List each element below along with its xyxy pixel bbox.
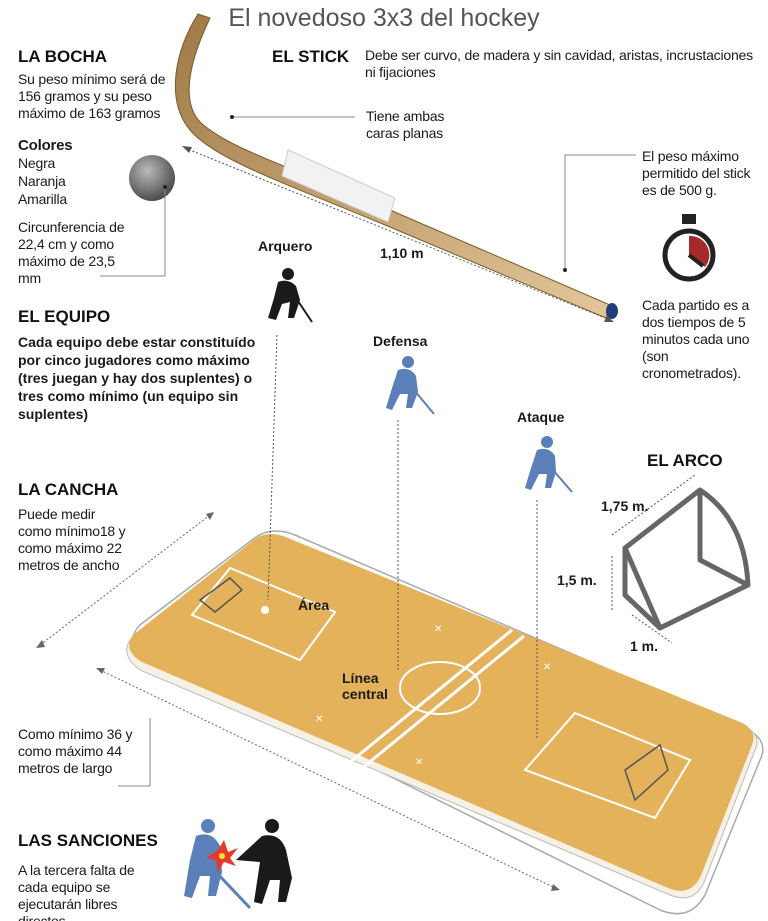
sanciones-text: A la tercera falta de cada equipo se eje… [18, 862, 135, 921]
arco-heading: EL ARCO [647, 451, 723, 470]
position-label-defensa: Defensa [373, 333, 428, 349]
page-title: El novedoso 3x3 del hockey [228, 4, 540, 32]
bocha-colors-heading: Colores [18, 137, 73, 154]
position-label-arquero: Arquero [258, 238, 313, 254]
bocha-circumference-text: Circunferencia de 22,4 cm y como máximo … [18, 219, 125, 286]
cancha-length-text: Como mínimo 36 y como máximo 44 metros d… [18, 726, 133, 776]
foul-players-icon [184, 819, 292, 910]
stick-faces-text: Tiene ambas caras planas [366, 108, 445, 141]
equipo-heading: EL EQUIPO [18, 307, 111, 326]
stick-length-label: 1,10 m [380, 245, 424, 261]
svg-text:✕: ✕ [543, 662, 551, 673]
goalkeeper-player-icon [268, 268, 313, 323]
stick-heading: EL STICK [272, 47, 350, 66]
arco-width-label: 1 m. [630, 638, 659, 654]
defender-player-icon [386, 356, 435, 415]
bocha-heading: LA BOCHA [18, 47, 108, 66]
ball-illustration [129, 155, 175, 201]
bocha-color-item: Naranja [18, 173, 66, 189]
stick-illustration [174, 13, 618, 319]
bocha-color-item: Negra [18, 155, 56, 171]
cancha-width-text: Puede medir como mínimo18 y como máximo … [18, 506, 126, 573]
svg-text:✕: ✕ [415, 757, 423, 768]
equipo-text: Cada equipo debe estar constituído por c… [18, 334, 256, 422]
goal-illustration [622, 487, 751, 631]
area-label: Área [298, 597, 330, 613]
match-duration-text: Cada partido es a dos tiempos de 5 minut… [642, 297, 750, 381]
svg-text:✕: ✕ [315, 714, 323, 725]
bocha-color-item: Amarilla [18, 191, 67, 207]
stick-description: Debe ser curvo, de madera y sin cavidad,… [365, 47, 753, 80]
stick-length-line [184, 147, 611, 321]
arco-depth-label: 1,75 m. [601, 498, 649, 514]
bocha-weight-text: Su peso mínimo será de 156 gramos y su p… [18, 71, 166, 121]
stopwatch-icon [662, 214, 716, 282]
stick-weight-text: El peso máximo permitido del stick es de… [642, 148, 751, 198]
cancha-heading: LA CANCHA [18, 480, 119, 499]
attacker-player-icon [525, 436, 573, 493]
arco-height-label: 1,5 m. [557, 572, 597, 588]
center-line-label: Línea central [342, 670, 388, 702]
position-label-ataque: Ataque [517, 409, 565, 425]
svg-text:✕: ✕ [434, 624, 442, 635]
sanciones-heading: LAS SANCIONES [18, 831, 158, 850]
rink-illustration: ✕ ✕ ✕ ✕ [126, 530, 764, 915]
stick-end-cap [606, 303, 618, 319]
